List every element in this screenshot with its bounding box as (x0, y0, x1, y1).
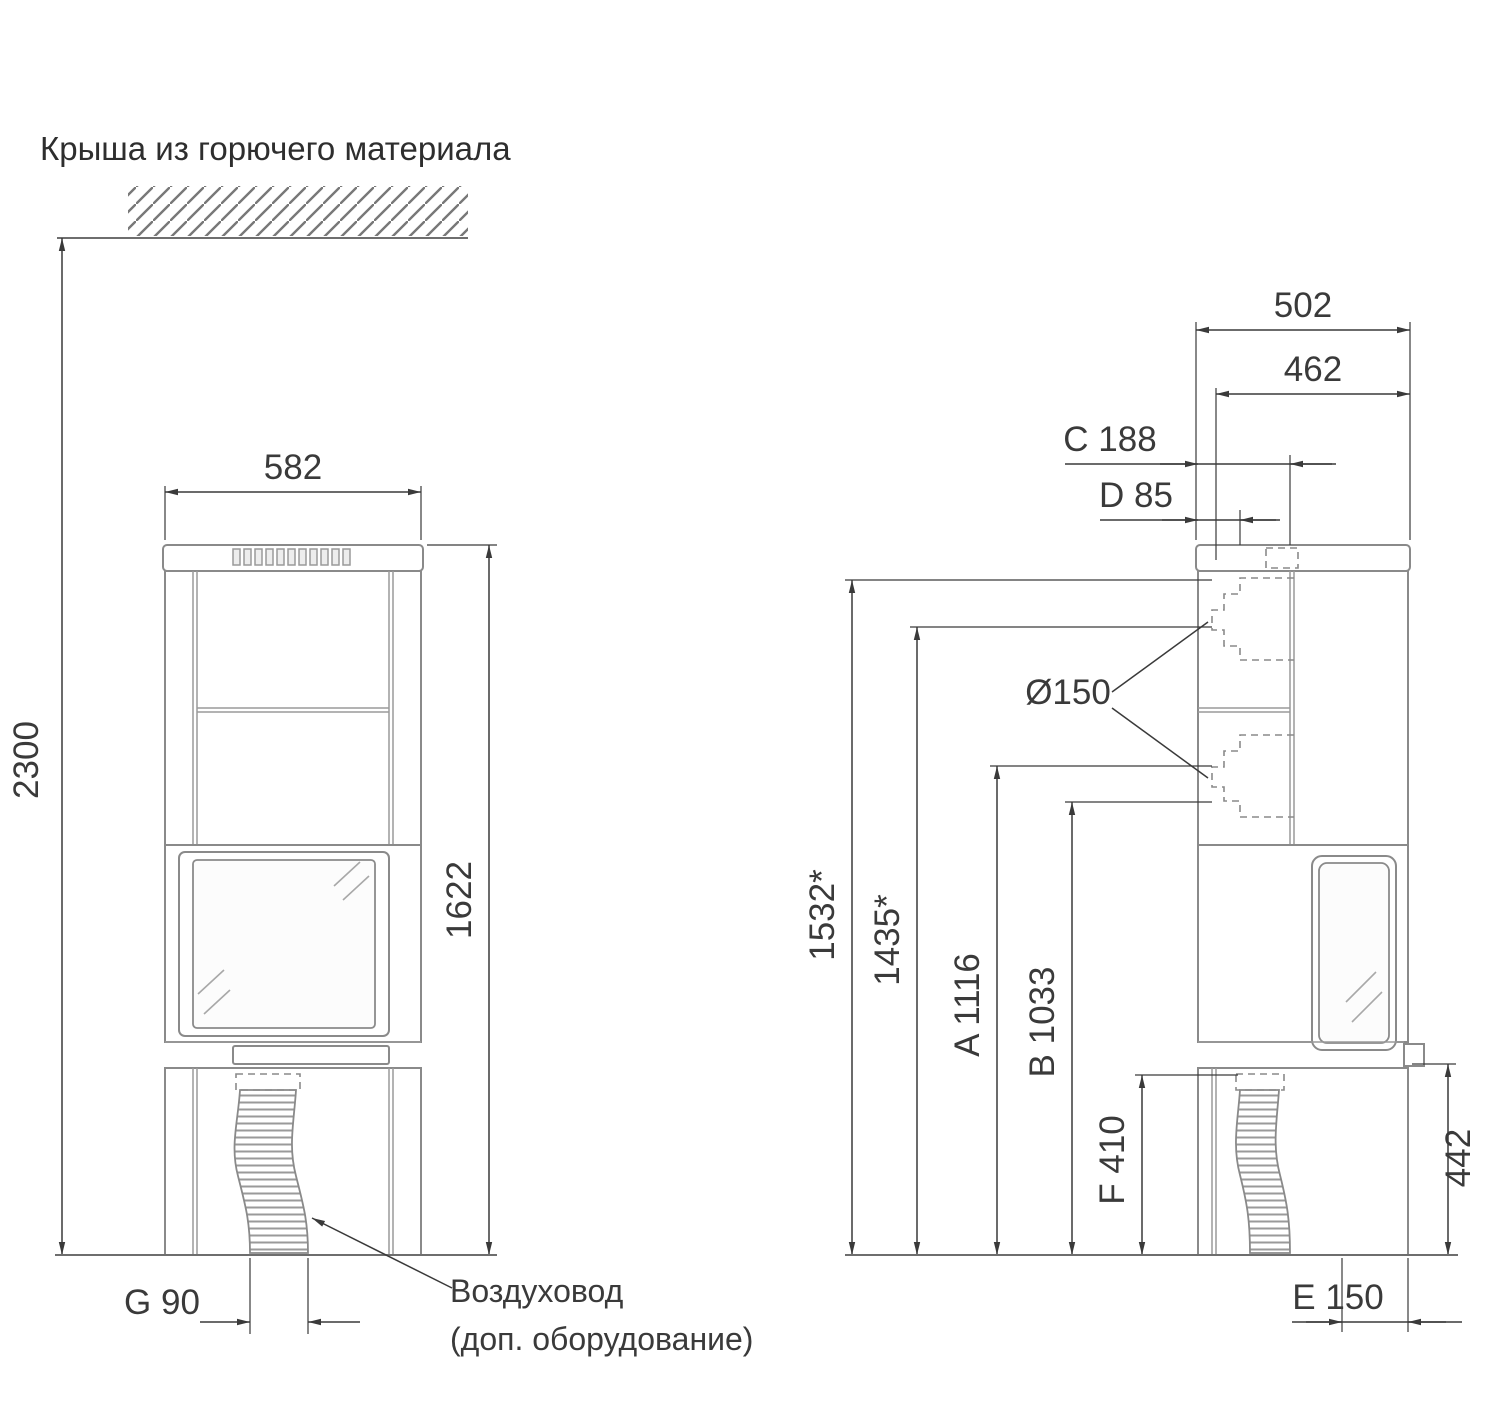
dim-f: F 410 (1093, 1115, 1132, 1205)
side-hearth-lip (1403, 1043, 1425, 1067)
side-window-glass (1318, 862, 1390, 1044)
dim-h1: 1532* (803, 869, 842, 961)
top-grille-icon (232, 548, 351, 566)
duct-leader-line (311, 1217, 453, 1289)
front-view-dimensions: 582 1622 2300 G 90 Воздуховод (доп. обор… (7, 238, 753, 1357)
dim-depth: 502 (1274, 286, 1332, 325)
ceiling-hatch (128, 186, 468, 236)
glass-reflections (197, 861, 370, 1015)
front-upper-joints (192, 571, 394, 845)
dim-e: E 150 (1292, 1278, 1383, 1317)
top-flue-collar-dashed (1265, 547, 1299, 569)
side-base-joints (1211, 1068, 1217, 1255)
air-duct-front-icon (233, 1089, 309, 1254)
dim-c: C 188 (1063, 420, 1156, 459)
dim-front-height: 1622 (440, 861, 479, 939)
side-view (1195, 544, 1425, 1256)
dim-duct-offset: G 90 (124, 1283, 200, 1322)
front-view (162, 544, 424, 1256)
ceiling-section (57, 186, 468, 239)
duct-label-line2: (доп. оборудование) (450, 1321, 753, 1357)
front-base-joints (192, 1068, 394, 1255)
side-upper-joints (1198, 571, 1295, 845)
door-glass (192, 859, 376, 1029)
dim-h2: 1435* (868, 894, 907, 986)
dim-b: B 1033 (1023, 967, 1062, 1078)
dim-ceiling-height: 2300 (7, 721, 46, 799)
drawing-title: Крыша из горючего материала (40, 130, 511, 167)
duct-label-line1: Воздуховод (450, 1273, 624, 1309)
flue-top-dashed (1211, 577, 1294, 661)
dim-flue-diameter: Ø150 (1025, 673, 1111, 712)
dim-rear-height: 442 (1439, 1129, 1478, 1187)
dim-depth-inner: 462 (1284, 350, 1342, 389)
dim-a: A 1116 (948, 953, 987, 1057)
dim-d: D 85 (1099, 476, 1173, 515)
side-window-reflections (1345, 971, 1383, 1023)
front-hearth-lip (232, 1045, 390, 1065)
side-top-cap (1195, 544, 1411, 572)
side-view-dimensions: 502 462 C 188 D 85 Ø150 1532* 1435* A 11… (803, 286, 1478, 1332)
dim-front-width: 582 (264, 448, 322, 487)
air-duct-side-icon (1235, 1089, 1291, 1254)
side-base-section (1197, 1067, 1409, 1256)
flue-rear-dashed (1211, 734, 1294, 818)
